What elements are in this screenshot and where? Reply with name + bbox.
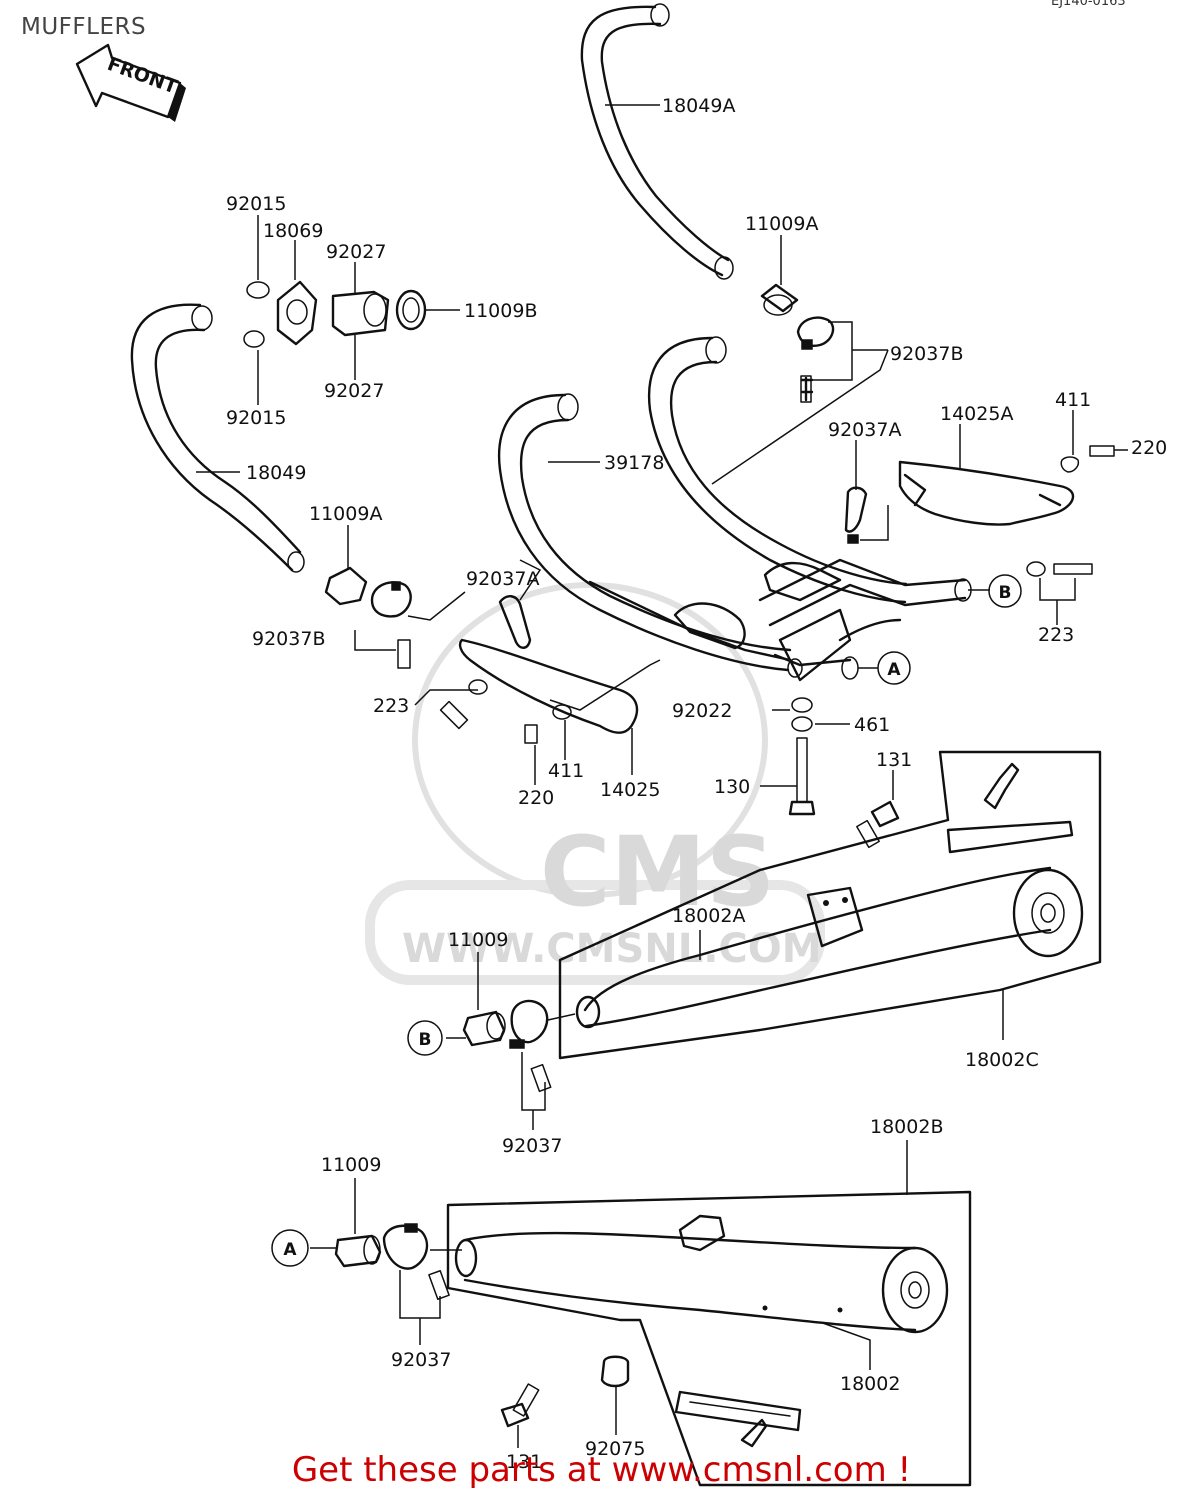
front-arrow: FRONT [75, 43, 186, 122]
page-title: MUFFLERS [21, 14, 147, 40]
clamp-92037b-left [370, 581, 412, 669]
svg-text:A: A [283, 1240, 297, 1260]
muffler-18002c [558, 750, 1102, 1060]
svg-text:B: B [999, 583, 1012, 603]
part-label: 92022 [672, 700, 732, 722]
part-label: 11009 [321, 1154, 381, 1176]
svg-text:B: B [419, 1030, 432, 1050]
watermark-url: WWW.CMSNL.COM [402, 926, 822, 972]
part-label: 11009A [745, 213, 818, 235]
part-label: 11009A [309, 503, 382, 525]
mount-hardware [788, 697, 900, 849]
watermark: CMS WWW.CMSNL.COM [365, 582, 825, 985]
part-label: 92075 [585, 1438, 645, 1460]
gasket-11009a-top [760, 283, 799, 316]
part-label: 411 [548, 760, 584, 782]
part-label: 92015 [226, 193, 286, 215]
part-label: 92037 [502, 1135, 562, 1157]
part-label: 92037B [252, 628, 325, 650]
callout-a-lower: A [271, 1229, 309, 1267]
part-label: 14025A [940, 403, 1013, 425]
exhaust-pipe-18049 [130, 303, 305, 573]
part-label: 92037A [466, 568, 539, 590]
clamp-92037b-top [796, 316, 835, 403]
part-label: 461 [854, 714, 890, 736]
part-label: 18002 [840, 1373, 900, 1395]
part-label: 220 [518, 787, 554, 809]
heat-guard-14025 [439, 595, 639, 744]
gasket-11009-mid [462, 1010, 506, 1047]
footer-link[interactable]: Get these parts at www.cmsnl.com ! [291, 1450, 912, 1490]
flange-set [243, 280, 427, 348]
heat-guard-14025a [844, 445, 1115, 577]
part-label: 92037 [391, 1349, 451, 1371]
part-label: 131 [506, 1451, 542, 1473]
part-label: 11009B [464, 300, 537, 322]
part-label: 223 [1038, 624, 1074, 646]
clamp-92037-mid [509, 999, 552, 1093]
part-label: 131 [876, 749, 912, 771]
part-label: 18002C [965, 1049, 1039, 1071]
exhaust-pipe-39178 [497, 336, 972, 682]
front-label: FRONT [104, 53, 180, 99]
part-labels: 18049A 11009A 92037B 92015 18069 92027 1… [226, 95, 1167, 1473]
part-label: 18002B [870, 1116, 943, 1138]
part-label: 18049A [662, 95, 735, 117]
gasket-11009a-left [324, 566, 368, 606]
muffler-18002b [446, 1190, 972, 1487]
part-label: 39178 [604, 452, 664, 474]
part-label: 92015 [226, 407, 286, 429]
gasket-11009-low [334, 1234, 382, 1268]
part-label: 130 [714, 776, 750, 798]
watermark-logo: CMS [540, 816, 775, 928]
leader-lines [196, 104, 1128, 1448]
part-label: 220 [1131, 437, 1167, 459]
svg-text:A: A [887, 660, 901, 680]
callout-a-upper: A [877, 651, 911, 685]
bottom-hardware [500, 1355, 630, 1428]
part-label: 223 [373, 695, 409, 717]
part-label: 18069 [263, 220, 323, 242]
callout-b-upper: B [988, 574, 1022, 608]
exhaust-pipe-18049a [580, 3, 734, 280]
part-label: 14025 [600, 779, 660, 801]
part-label: 18049 [246, 462, 306, 484]
part-label: 411 [1055, 389, 1091, 411]
part-label: 92027 [326, 241, 386, 263]
part-label: 92037B [890, 343, 963, 365]
diagram-code: EJ140-0163 [1051, 0, 1126, 9]
callout-b-lower: B [407, 1020, 443, 1056]
part-label: 18002A [672, 905, 745, 927]
part-label: 92027 [324, 380, 384, 402]
part-label: 11009 [448, 929, 508, 951]
part-label: 92037A [828, 419, 901, 441]
clamp-92037-low [382, 1223, 450, 1301]
